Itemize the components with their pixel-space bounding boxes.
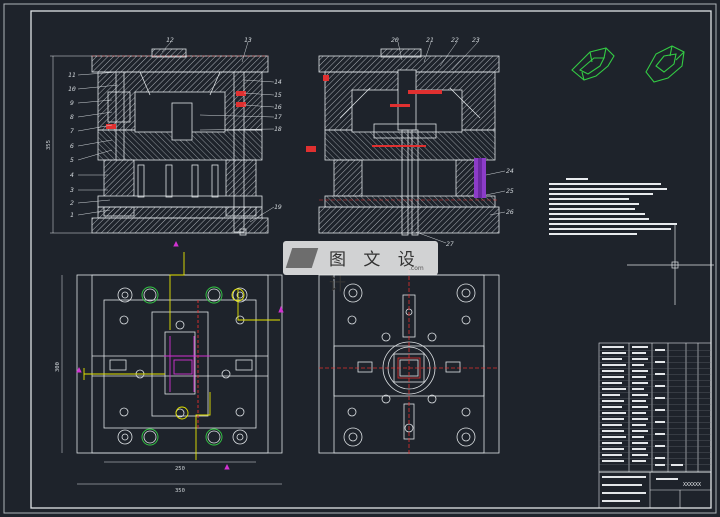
part-3d-preview-right xyxy=(645,45,685,83)
plan-view-dimensions xyxy=(61,275,282,485)
part-number-label: 9 xyxy=(70,99,74,107)
part-number-label: 26 xyxy=(506,208,514,216)
part-number-label: 11 xyxy=(68,71,76,79)
part-number-label: 15 xyxy=(274,91,282,99)
drawing-number: XXXXXX xyxy=(683,482,701,488)
side-view-accents xyxy=(306,75,499,201)
part-number-label: 13 xyxy=(244,36,252,44)
part-number-label: 22 xyxy=(451,36,459,44)
part-number-label: 20 xyxy=(391,36,399,44)
front-view-accents xyxy=(92,55,268,129)
part-number-label: 23 xyxy=(472,36,480,44)
part-number-label: 5 xyxy=(70,156,74,164)
front-view-leaders xyxy=(77,41,275,223)
watermark-text: 图 文 设 计 xyxy=(329,250,421,295)
moving-half-plan-view xyxy=(76,274,283,454)
part-number-label: 1 xyxy=(70,211,74,219)
side-section-view xyxy=(318,48,500,236)
fixed-half-accents xyxy=(319,270,499,456)
front-height-dim: 355 xyxy=(46,140,52,150)
plan-inner-width-dim: 250 xyxy=(175,466,185,472)
bom-text-marks xyxy=(602,346,683,502)
plan-outer-width-dim: 350 xyxy=(175,488,185,494)
part-number-label: 16 xyxy=(274,103,282,111)
part-number-label: 10 xyxy=(68,85,76,93)
sheet-outer-border xyxy=(3,3,717,514)
part-3d-preview-left xyxy=(571,47,615,81)
bill-of-materials-table xyxy=(598,342,712,509)
sheet-inner-border xyxy=(30,10,712,509)
part-number-label: 14 xyxy=(274,78,282,86)
part-number-label: 21 xyxy=(426,36,434,44)
technical-notes-block xyxy=(549,178,677,235)
part-number-label: 12 xyxy=(166,36,174,44)
front-view-part-numbers: 1 2 3 4 5 6 7 8 9 10 11 12 13 14 15 16 1… xyxy=(68,36,282,219)
part-number-label: 8 xyxy=(70,113,74,121)
watermark-domain: .com xyxy=(409,265,424,272)
side-view-leaders xyxy=(397,41,506,244)
front-section-view xyxy=(91,48,269,236)
part-number-label: 19 xyxy=(274,203,282,211)
part-number-label: 7 xyxy=(70,127,74,135)
cad-crosshair-cursor[interactable] xyxy=(627,224,714,305)
part-number-label: 6 xyxy=(70,142,74,150)
side-view-part-numbers: 20 21 22 23 24 25 26 27 xyxy=(391,36,514,248)
part-number-label: 17 xyxy=(274,113,282,121)
plan-view-accents xyxy=(76,240,284,470)
part-number-label: 18 xyxy=(274,125,282,133)
part-number-label: 24 xyxy=(506,167,514,175)
part-number-label: 4 xyxy=(70,171,74,179)
part-number-label: 3 xyxy=(69,186,74,194)
plan-height-dim: 300 xyxy=(55,362,61,372)
part-number-label: 27 xyxy=(446,240,454,248)
part-number-label: 2 xyxy=(70,199,74,207)
front-view-dimension xyxy=(50,55,92,234)
watermark-banner: 图 文 设 计 .com xyxy=(283,241,438,295)
watermark-logo-icon xyxy=(285,248,319,268)
part-number-label: 25 xyxy=(506,187,514,195)
